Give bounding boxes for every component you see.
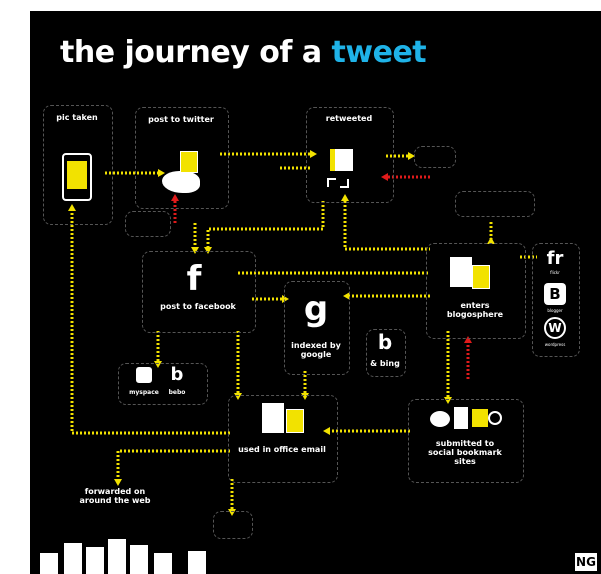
delicious-icon	[472, 409, 488, 427]
blog-document-icon	[450, 257, 472, 287]
wordpress-label: wordpress	[544, 342, 566, 347]
phone-icon	[62, 153, 92, 201]
enters-blogosphere-label: enters blogosphere	[446, 301, 504, 319]
title-text: the journey of a	[60, 35, 322, 70]
retweeted-photo-icon	[330, 149, 353, 171]
submitted-social-label: submitted to social bookmark sites	[428, 439, 502, 466]
node-pic-taken	[43, 105, 113, 225]
node-used-in-office-email	[228, 395, 338, 483]
post-to-facebook-label: post to facebook	[160, 302, 236, 311]
forwarded-label: forwarded on around the web	[79, 487, 151, 505]
retweet-arrows-icon	[327, 178, 349, 188]
retweeted-label: retweeted	[325, 114, 373, 123]
bing-icon: b	[377, 330, 393, 354]
node-submitted-social-bookmark	[408, 399, 524, 483]
photo-card-icon	[180, 151, 198, 173]
node-myspace-bebo	[118, 363, 208, 405]
node-bing	[366, 329, 406, 377]
post-to-twitter-label: post to twitter	[148, 115, 214, 124]
connector-email-to-pic	[70, 211, 230, 435]
poster-title: the journey of a tweet	[60, 35, 427, 70]
node-post-to-facebook	[142, 251, 256, 333]
title-accent-word: tweet	[331, 35, 427, 70]
node-blog-platforms	[532, 243, 580, 357]
flickr-label: flickr	[550, 270, 560, 275]
node-indexed-by-google	[284, 281, 350, 375]
pic-taken-label: pic taken	[56, 113, 98, 122]
ng-logo: NG	[575, 553, 597, 571]
email-document-icon	[262, 403, 284, 433]
bebo-icon: b	[170, 364, 184, 385]
blogger-label: blogger	[547, 308, 563, 313]
reddit-icon	[430, 411, 450, 427]
email-photo-icon	[286, 409, 304, 433]
used-in-office-email-label: used in office email	[238, 445, 326, 454]
myspace-label: myspace	[129, 389, 159, 396]
stumbleupon-icon	[488, 411, 502, 425]
flickr-icon: fr	[546, 248, 564, 269]
blog-photo-icon	[472, 265, 490, 289]
node-post-to-twitter	[135, 107, 229, 209]
twitter-bird-icon	[162, 171, 200, 193]
note-box-retweeted	[414, 146, 456, 168]
bing-label: & bing	[370, 359, 400, 368]
connector-blog-to-retweeted	[343, 201, 430, 251]
digg-icon	[454, 407, 468, 429]
note-box-email	[213, 511, 253, 539]
myspace-icon	[136, 367, 152, 383]
note-box-twitter-sub	[125, 211, 171, 237]
bebo-label: bebo	[168, 389, 186, 396]
forwarded-documents-icon	[40, 533, 250, 574]
infographic-poster: the journey of a tweet	[30, 11, 601, 574]
node-retweeted	[306, 107, 394, 203]
connector-retweeted-to-facebook	[206, 201, 325, 247]
social-bookmark-icons	[430, 407, 502, 431]
connector-email-to-forwarded	[116, 449, 230, 479]
google-icon: g	[303, 289, 329, 329]
node-enters-blogosphere	[426, 243, 526, 339]
wordpress-icon: W	[544, 317, 566, 339]
indexed-by-google-label: indexed by google	[291, 341, 341, 359]
flow-connectors	[68, 150, 537, 516]
blogger-icon: B	[544, 283, 566, 305]
note-box-blog	[455, 191, 535, 217]
facebook-icon: f	[186, 259, 202, 299]
